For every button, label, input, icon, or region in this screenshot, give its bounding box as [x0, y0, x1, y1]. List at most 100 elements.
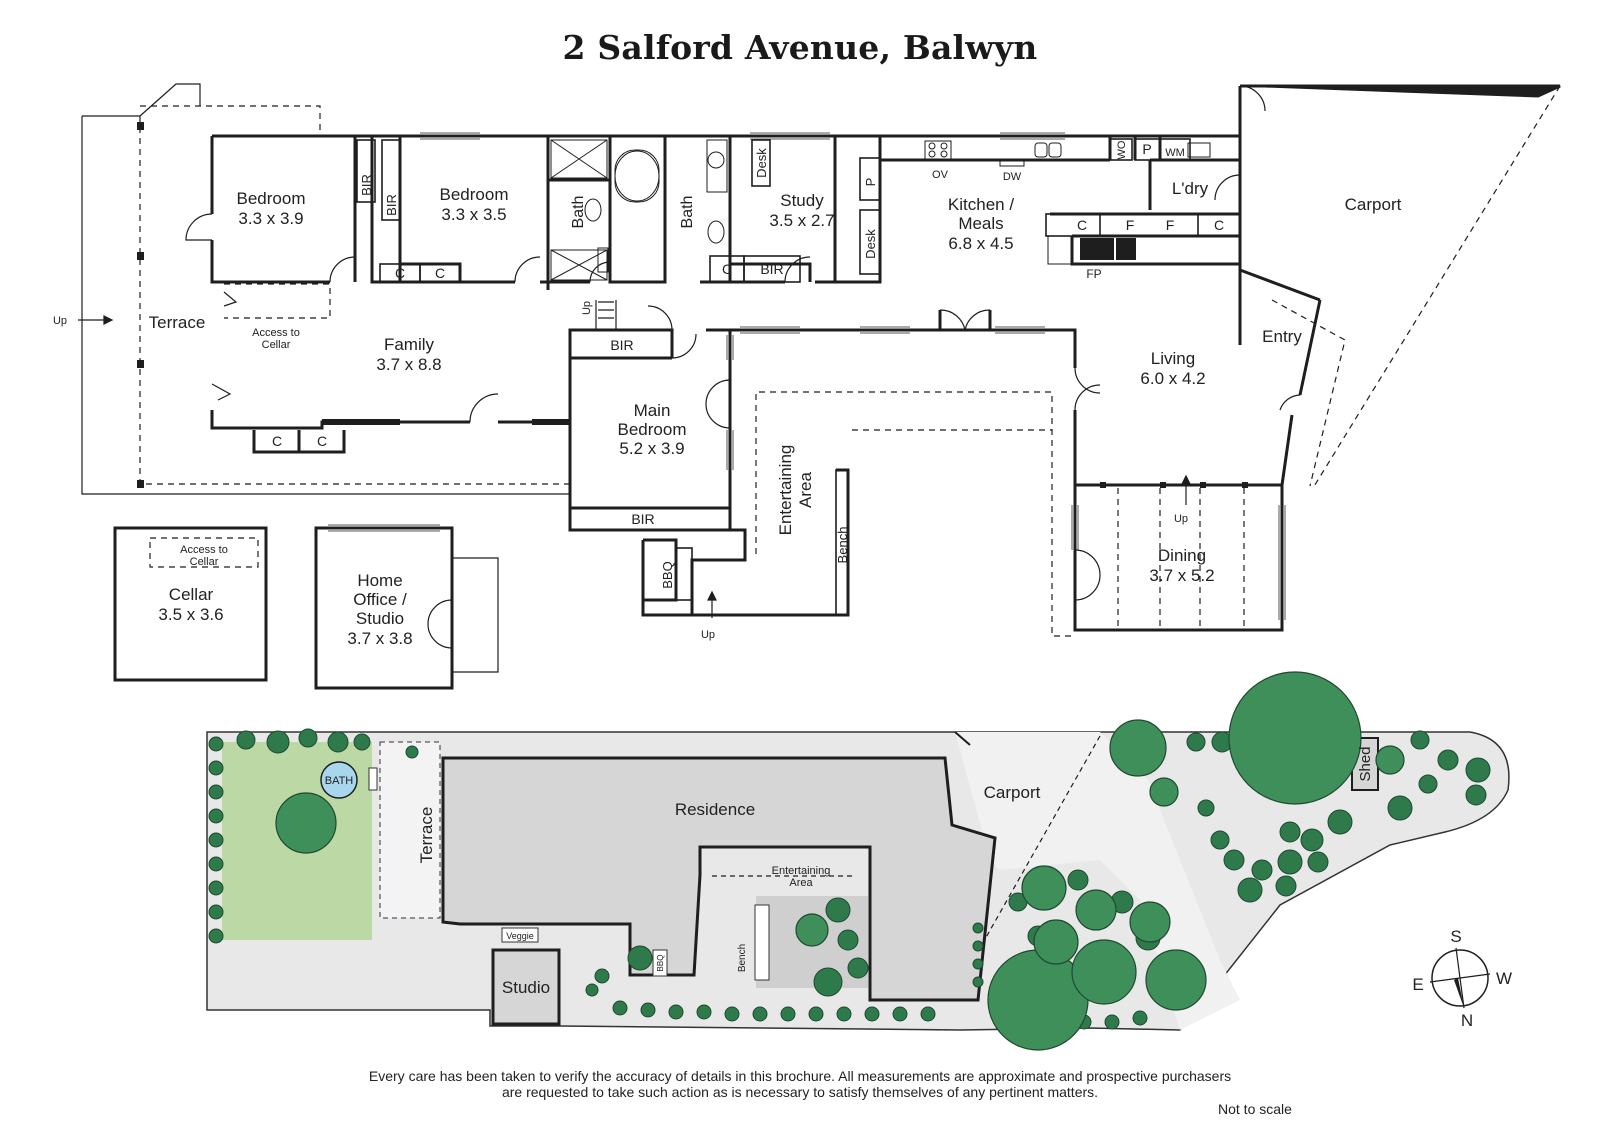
f-label-2: F — [1166, 217, 1175, 233]
terrace-label: Terrace — [149, 313, 206, 332]
access-cellar-1: Access to — [252, 327, 300, 339]
bath-fixtures — [550, 139, 728, 281]
bir-label-1: BIR — [359, 174, 374, 196]
bedroom2-size: 3.3 x 3.5 — [441, 205, 506, 224]
terrace-posts — [137, 122, 1248, 488]
bedroom1-size: 3.3 x 3.9 — [238, 209, 303, 228]
kitchen-size: 6.8 x 4.5 — [948, 234, 1013, 253]
site-bench-label: Bench — [737, 944, 748, 972]
dashed-outlines — [139, 85, 1561, 637]
bir-label-2: BIR — [384, 194, 399, 216]
home-office-name1: Home — [357, 571, 402, 590]
cellar-name: Cellar — [169, 585, 214, 604]
compass-e: E — [1412, 975, 1423, 994]
living-size: 6.0 x 4.2 — [1140, 369, 1205, 388]
kitchen-name2: Meals — [958, 214, 1003, 233]
terrace-paving — [379, 741, 441, 919]
compass-w: W — [1496, 969, 1512, 988]
c-label-1: C — [395, 265, 405, 281]
cupboards — [356, 138, 1241, 616]
compass-n: N — [1461, 1011, 1473, 1030]
fireplace — [1080, 238, 1114, 260]
up-label-terrace: Up — [53, 315, 67, 327]
fireplace-hearth — [1116, 238, 1136, 260]
c-label-7: C — [317, 433, 327, 449]
living-name: Living — [1151, 349, 1195, 368]
up-label-dining: Up — [1174, 513, 1188, 525]
compass-ring — [1431, 949, 1489, 1007]
kitchen-fixtures — [924, 140, 1211, 265]
site-carport-label: Carport — [984, 783, 1041, 802]
floor-plan-walls — [81, 83, 1561, 690]
c-label-3: C — [722, 261, 732, 277]
site-entertaining-1: Entertaining — [772, 865, 831, 877]
main-bedroom-name1: Main — [634, 401, 671, 420]
laundry-label: L'dry — [1172, 179, 1209, 198]
up-label-entertaining: Up — [701, 629, 715, 641]
carport-label: Carport — [1345, 195, 1402, 214]
bir-label-3: BIR — [760, 261, 783, 277]
family-name: Family — [384, 335, 435, 354]
bedroom2-name: Bedroom — [440, 185, 509, 204]
f-label-1: F — [1126, 217, 1135, 233]
studio-footprint — [491, 948, 561, 1026]
family-size: 3.7 x 8.8 — [376, 355, 441, 374]
disclaimer-line-2: are requested to take such action as is … — [501, 1084, 1099, 1100]
p-label-laundry: P — [1142, 141, 1151, 157]
veggie-bed — [501, 927, 539, 943]
dining-size: 3.7 x 5.2 — [1149, 566, 1214, 585]
ov-label: OV — [932, 169, 949, 181]
tree-lawn — [275, 792, 337, 854]
cellar-access-2: Cellar — [190, 556, 219, 568]
site-studio-label: Studio — [502, 978, 550, 997]
main-bedroom-name2: Bedroom — [618, 420, 687, 439]
cellar-access-1: Access to — [180, 544, 228, 556]
site-terrace-label: Terrace — [417, 807, 436, 864]
page-title: 2 Salford Avenue, Balwyn — [562, 28, 1038, 67]
site-residence-label: Residence — [675, 800, 755, 819]
tree-big-west — [1228, 671, 1362, 805]
bath2-label: Bath — [679, 196, 696, 229]
compass-s: S — [1450, 927, 1461, 946]
site-shed-label: Shed — [1357, 746, 1374, 781]
site-entertaining-2: Area — [789, 877, 813, 889]
entertaining-label-2: Area — [796, 472, 815, 508]
main-bedroom-size: 5.2 x 3.9 — [619, 439, 684, 458]
fp-label: FP — [1086, 267, 1101, 281]
site-bbq-label: BBQ — [656, 955, 665, 972]
entertaining-label-1: Entertaining — [776, 445, 795, 536]
trees — [275, 671, 1405, 1051]
wm-label: WM — [1165, 147, 1185, 159]
desk1-label: Desk — [754, 148, 769, 178]
up-arrows — [78, 300, 1191, 618]
bath1-label: Bath — [570, 196, 587, 229]
bir-label-main-top: BIR — [610, 337, 633, 353]
wo-label: WO — [1116, 140, 1128, 159]
not-to-scale-note: Not to scale — [1218, 1101, 1292, 1117]
home-office-name3: Studio — [356, 609, 404, 628]
windows — [328, 132, 1286, 620]
p-label-study: P — [863, 178, 878, 187]
study-size: 3.5 x 2.7 — [769, 211, 834, 230]
site-veggie-label: Veggie — [506, 931, 534, 941]
bbq-label: BBQ — [660, 561, 675, 588]
c-label-4: C — [1077, 217, 1087, 233]
bench-label: Bench — [835, 527, 850, 564]
compass: S W N E — [1412, 927, 1512, 1030]
disclaimer: Every care has been taken to verify the … — [0, 1068, 1600, 1100]
compass-needle — [1454, 978, 1464, 1008]
door-swings — [185, 85, 1301, 649]
c-label-2: C — [435, 265, 445, 281]
study-name: Study — [780, 191, 824, 210]
residence-footprint — [441, 756, 997, 1002]
entry-label: Entry — [1262, 327, 1302, 346]
dw-label: DW — [1003, 171, 1022, 183]
up-label-bath: Up — [581, 301, 593, 315]
dining-name: Dining — [1158, 546, 1206, 565]
home-office-name2: Office / — [353, 590, 407, 609]
disclaimer-line-1: Every care has been taken to verify the … — [368, 1068, 1232, 1084]
bedroom1-name: Bedroom — [237, 189, 306, 208]
kitchen-name1: Kitchen / — [948, 195, 1014, 214]
bir-label-main-bottom: BIR — [631, 511, 654, 527]
